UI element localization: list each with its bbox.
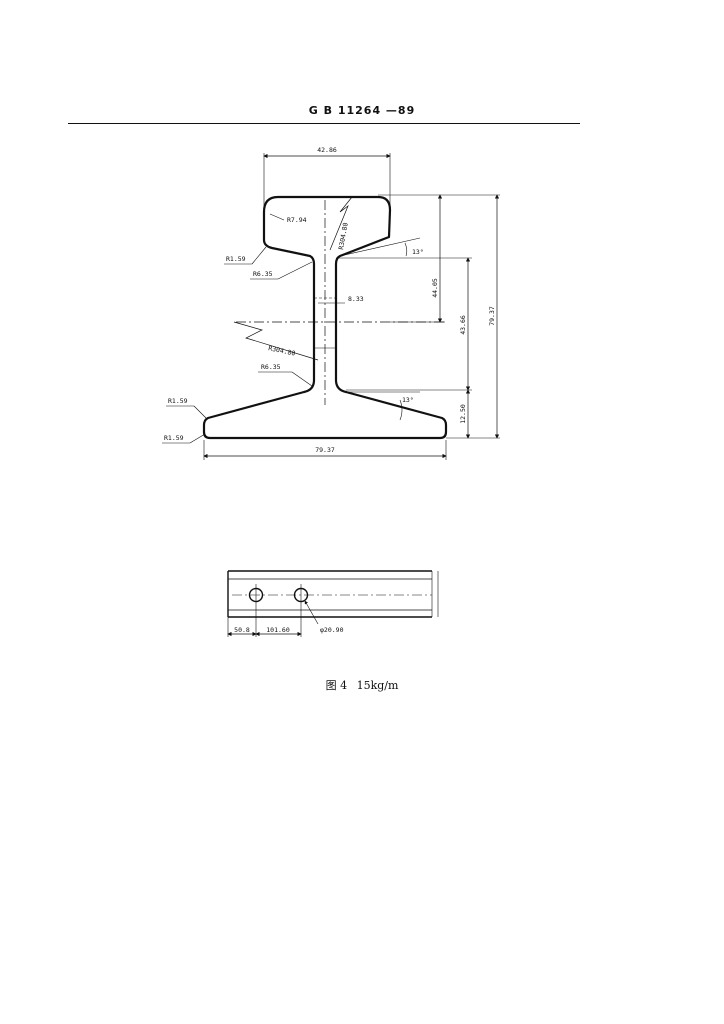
dim-web-thickness: 8.33 (348, 295, 364, 303)
slope-bottom: 13° (402, 396, 414, 404)
figure-caption: 图 4 15kg/m (0, 677, 724, 693)
dim-hole-spacing: 101.60 (266, 626, 290, 634)
header-rule (68, 123, 580, 124)
dim-hole-diameter: φ20.90 (320, 626, 344, 634)
figure-title: 15kg/m (356, 679, 399, 692)
dim-web-height: 43.66 (459, 315, 467, 335)
dim-total-height: 79.37 (488, 306, 496, 326)
rail-profile-outline (202, 195, 448, 440)
label-foot-web-fillet: R6.35 (261, 363, 281, 371)
label-foot-fillet-bottom: R1.59 (164, 434, 184, 442)
label-web-radius: R304.80 (268, 344, 297, 358)
standard-code: G B 11264 —89 (308, 104, 416, 117)
dim-head-depth: 44.05 (431, 278, 439, 298)
dim-foot-height: 12.50 (459, 404, 467, 424)
slope-top: 13° (412, 248, 424, 256)
dim-base-width: 79.37 (315, 446, 335, 454)
label-head-fillet: R1.59 (226, 255, 246, 263)
label-head-web-fillet: R6.35 (253, 270, 273, 278)
figure-label: 图 4 (325, 679, 348, 692)
label-foot-fillet-top: R1.59 (168, 397, 188, 405)
dim-end-to-hole: 50.8 (234, 626, 250, 634)
label-head-radius: R7.94 (287, 216, 307, 224)
rail-side-view (227, 570, 439, 618)
dim-head-width: 42.86 (317, 146, 337, 154)
label-head-top-radius: R304.80 (337, 222, 350, 250)
